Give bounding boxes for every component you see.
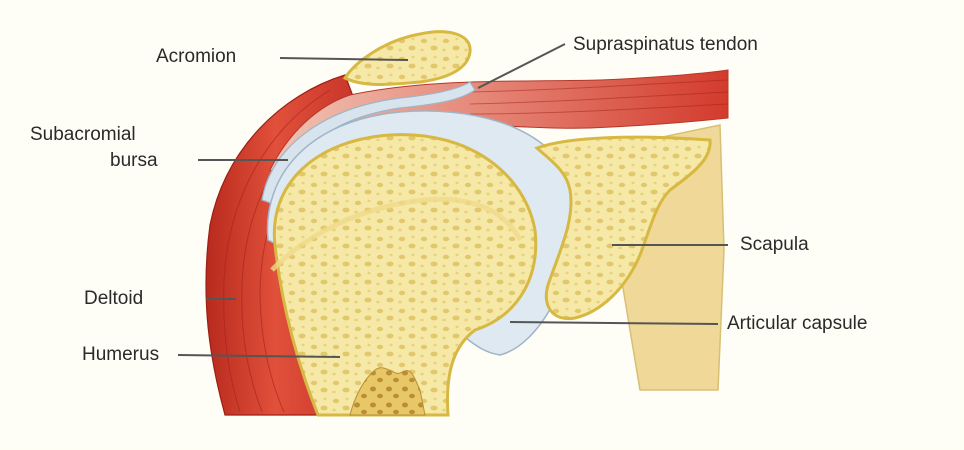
label-subacromial-line1: Subacromial bbox=[30, 122, 158, 148]
label-articular-capsule: Articular capsule bbox=[727, 313, 867, 335]
label-acromion: Acromion bbox=[156, 46, 236, 68]
acromion-bone bbox=[345, 32, 470, 85]
label-deltoid: Deltoid bbox=[84, 288, 143, 310]
label-supraspinatus-tendon: Supraspinatus tendon bbox=[573, 34, 758, 56]
label-humerus: Humerus bbox=[82, 344, 159, 366]
label-subacromial-line2: bursa bbox=[30, 148, 158, 174]
label-subacromial-bursa: Subacromial bursa bbox=[30, 122, 158, 174]
label-scapula: Scapula bbox=[740, 234, 809, 256]
